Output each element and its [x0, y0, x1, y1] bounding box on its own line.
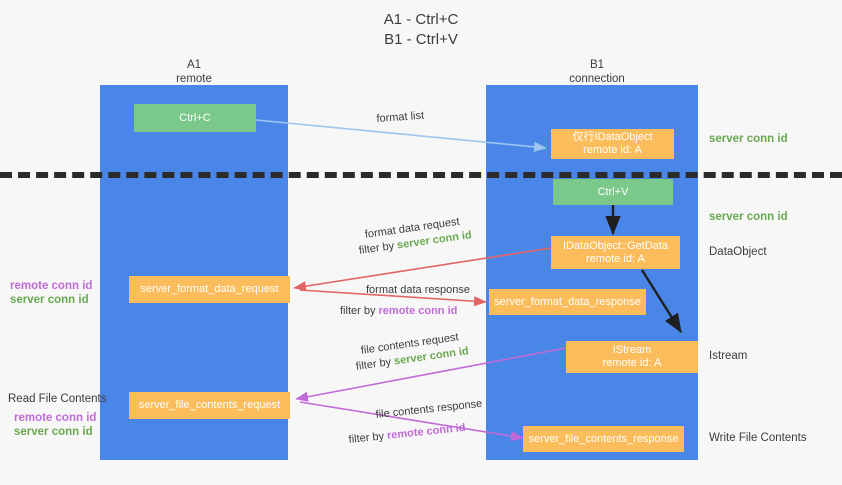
right-label-server-conn-id-top-text: server conn id	[709, 133, 788, 145]
node-istream-remote-id: remote id: A	[602, 357, 662, 369]
node-server-format-data-response[interactable]: server_format_data_response	[489, 289, 646, 315]
left-label-server-conn-id-1: server conn id	[10, 293, 89, 307]
left-label-read-file-contents: Read File Contents	[8, 392, 106, 406]
annotation-format-list: format list	[376, 109, 425, 127]
annotation-file-contents-response-filter-prefix: filter by	[348, 429, 388, 446]
node-server-file-contents-response-label: server_file_contents_response	[528, 432, 679, 445]
column-header-b1-name: B1	[589, 59, 605, 71]
title-line-1: A1 - Ctrl+C	[383, 11, 459, 28]
node-idataobject-remote-id: remote id: A	[583, 144, 642, 156]
node-server-file-contents-request[interactable]: server_file_contents_request	[129, 392, 290, 419]
right-label-dataobject: DataObject	[709, 245, 767, 259]
node-idataobject-getdata-remote-id: remote id: A	[586, 252, 645, 265]
column-header-a1-role: remote	[176, 73, 212, 85]
right-label-dataobject-text: DataObject	[709, 246, 767, 258]
right-label-server-conn-id-mid: server conn id	[709, 210, 788, 224]
annotation-format-data-response-filter: filter by remote conn id	[340, 304, 457, 319]
left-label-server-conn-id-2-text: server conn id	[14, 426, 93, 438]
phase-divider	[0, 172, 842, 178]
annotation-format-data-response-text: format data response	[366, 284, 470, 296]
node-idataobject-getdata[interactable]: IDataObject::GetData remote id: A	[551, 236, 680, 269]
title-line-2: B1 - Ctrl+V	[384, 31, 458, 48]
left-label-remote-conn-id-2: remote conn id	[14, 411, 96, 425]
node-server-format-data-request-label: server_format_data_request	[140, 283, 279, 295]
left-label-remote-conn-id-2-text: remote conn id	[14, 412, 97, 424]
left-label-server-conn-id-1-text: server conn id	[10, 294, 89, 306]
left-label-server-conn-id-2: server conn id	[14, 425, 93, 439]
node-istream-label: IStream	[612, 344, 652, 356]
node-ctrl-v-label: Ctrl+V	[597, 185, 629, 198]
node-server-format-data-response-label: server_format_data_response	[494, 295, 641, 308]
right-label-server-conn-id-top: server conn id	[709, 132, 788, 146]
left-label-read-file-contents-text: Read File Contents	[8, 393, 107, 405]
right-label-write-file-contents-text: Write File Contents	[709, 432, 807, 444]
annotation-format-data-request-filter-prefix: filter by	[358, 239, 398, 257]
node-server-file-contents-response[interactable]: server_file_contents_response	[523, 426, 684, 452]
node-server-file-contents-request-label: server_file_contents_request	[138, 399, 281, 411]
annotation-file-contents-response: file contents response	[375, 397, 483, 423]
column-header-a1: A1 remote	[114, 58, 274, 86]
column-header-a1-name: A1	[186, 59, 202, 71]
annotation-file-contents-response-filter-tag: remote conn id	[386, 421, 467, 442]
node-server-format-data-request[interactable]: server_format_data_request	[129, 276, 290, 303]
annotation-format-list-text: format list	[376, 109, 425, 125]
annotation-format-data-response-filter-prefix: filter by	[340, 305, 379, 317]
node-idataobject[interactable]: 仅行IDataObject remote id: A	[551, 129, 674, 159]
annotation-file-contents-response-text: file contents response	[375, 397, 483, 421]
annotation-format-data-response: format data response	[366, 283, 470, 298]
right-label-write-file-contents: Write File Contents	[709, 431, 807, 445]
node-ctrl-v[interactable]: Ctrl+V	[553, 179, 673, 205]
right-label-istream: Istream	[709, 349, 747, 363]
node-ctrl-c-label: Ctrl+C	[179, 111, 211, 124]
right-label-server-conn-id-mid-text: server conn id	[709, 211, 788, 223]
node-ctrl-c[interactable]: Ctrl+C	[134, 104, 256, 132]
right-label-istream-text: Istream	[709, 350, 748, 362]
node-idataobject-getdata-label: IDataObject::GetData	[562, 239, 669, 252]
page-title: A1 - Ctrl+C B1 - Ctrl+V	[0, 10, 842, 50]
column-header-b1-role: connection	[569, 73, 625, 85]
annotation-format-data-response-filter-tag: remote conn id	[378, 305, 458, 317]
annotation-file-contents-response-filter: filter by remote conn id	[348, 421, 466, 448]
left-label-remote-conn-id-1-text: remote conn id	[10, 280, 93, 292]
node-istream[interactable]: IStream remote id: A	[566, 341, 698, 373]
column-header-b1: B1 connection	[517, 58, 677, 86]
annotation-file-contents-request-filter-prefix: filter by	[355, 355, 395, 373]
left-label-remote-conn-id-1: remote conn id	[10, 279, 92, 293]
node-idataobject-label: 仅行IDataObject	[572, 131, 653, 143]
